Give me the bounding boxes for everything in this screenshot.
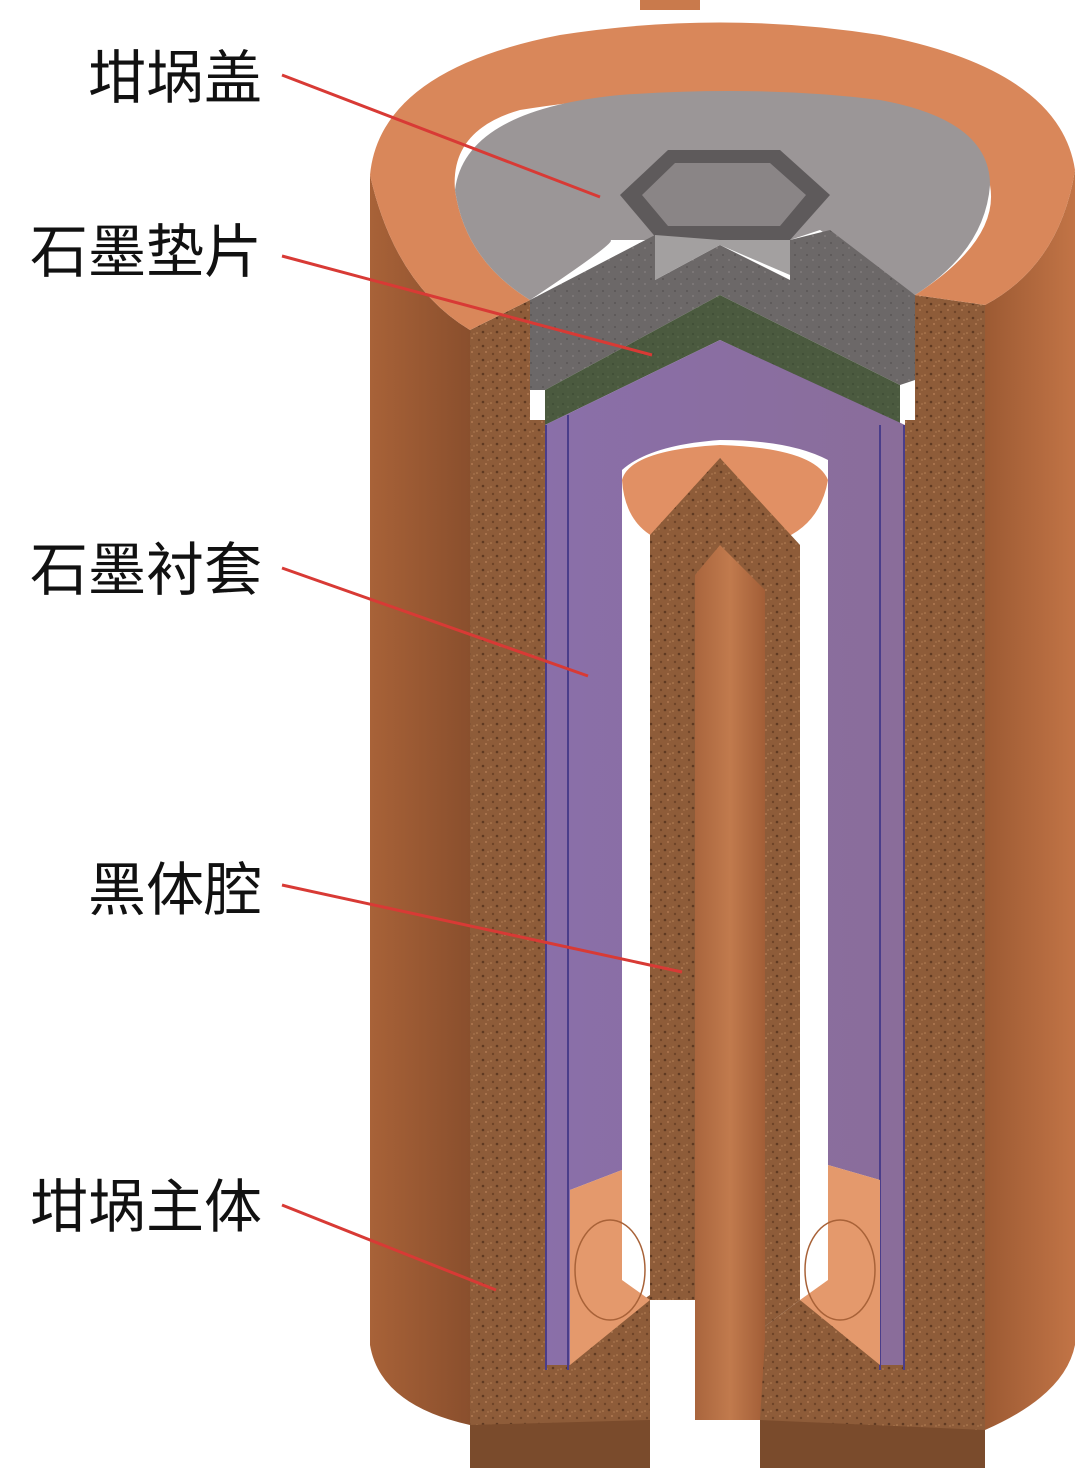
crucible-left-section	[470, 300, 650, 1468]
label-graphite-gasket: 石墨垫片	[30, 218, 262, 286]
label-crucible-lid: 坩埚盖	[88, 44, 262, 112]
leader-line-blackbody-cavity	[281, 883, 683, 974]
cavity-base-ring-left	[574, 1219, 646, 1321]
lid-plug-face	[655, 235, 790, 280]
crucible-outer-right-face	[985, 170, 1075, 1430]
crucible-right-section	[760, 295, 985, 1468]
crucible-top-stub	[640, 0, 700, 10]
cavity-base-right	[800, 1165, 880, 1365]
cavity-base-ring-right	[804, 1219, 876, 1321]
crucible-top-rim	[370, 22, 1075, 330]
liner-left-wall	[545, 340, 905, 1365]
cavity-base-left	[570, 1170, 650, 1365]
lid-section	[530, 230, 915, 390]
blackbody-cavity	[570, 445, 880, 1420]
label-crucible-body: 坩埚主体	[30, 1173, 262, 1241]
crucible-outer-left-face	[370, 175, 470, 1425]
crucible-bottom-right	[760, 1420, 985, 1468]
crucible-body	[370, 0, 1075, 1468]
graphite-gasket	[545, 295, 900, 425]
leader-line-graphite-gasket	[281, 254, 653, 357]
leader-line-crucible-body	[281, 1203, 497, 1292]
leader-line-graphite-liner	[281, 566, 589, 678]
crucible-bottom-left	[470, 1420, 650, 1468]
crucible-lid	[455, 91, 990, 390]
leader-line-crucible-lid	[281, 73, 601, 199]
lid-hex-recess-inner	[642, 163, 806, 226]
label-blackbody-cavity: 黑体腔	[88, 856, 262, 924]
leader-lines	[281, 73, 683, 1292]
label-graphite-liner: 石墨衬套	[30, 536, 262, 604]
callout-labels: 坩埚盖 石墨垫片 石墨衬套 黑体腔 坩埚主体	[30, 44, 262, 1241]
cavity-inner-bore	[695, 545, 765, 1420]
